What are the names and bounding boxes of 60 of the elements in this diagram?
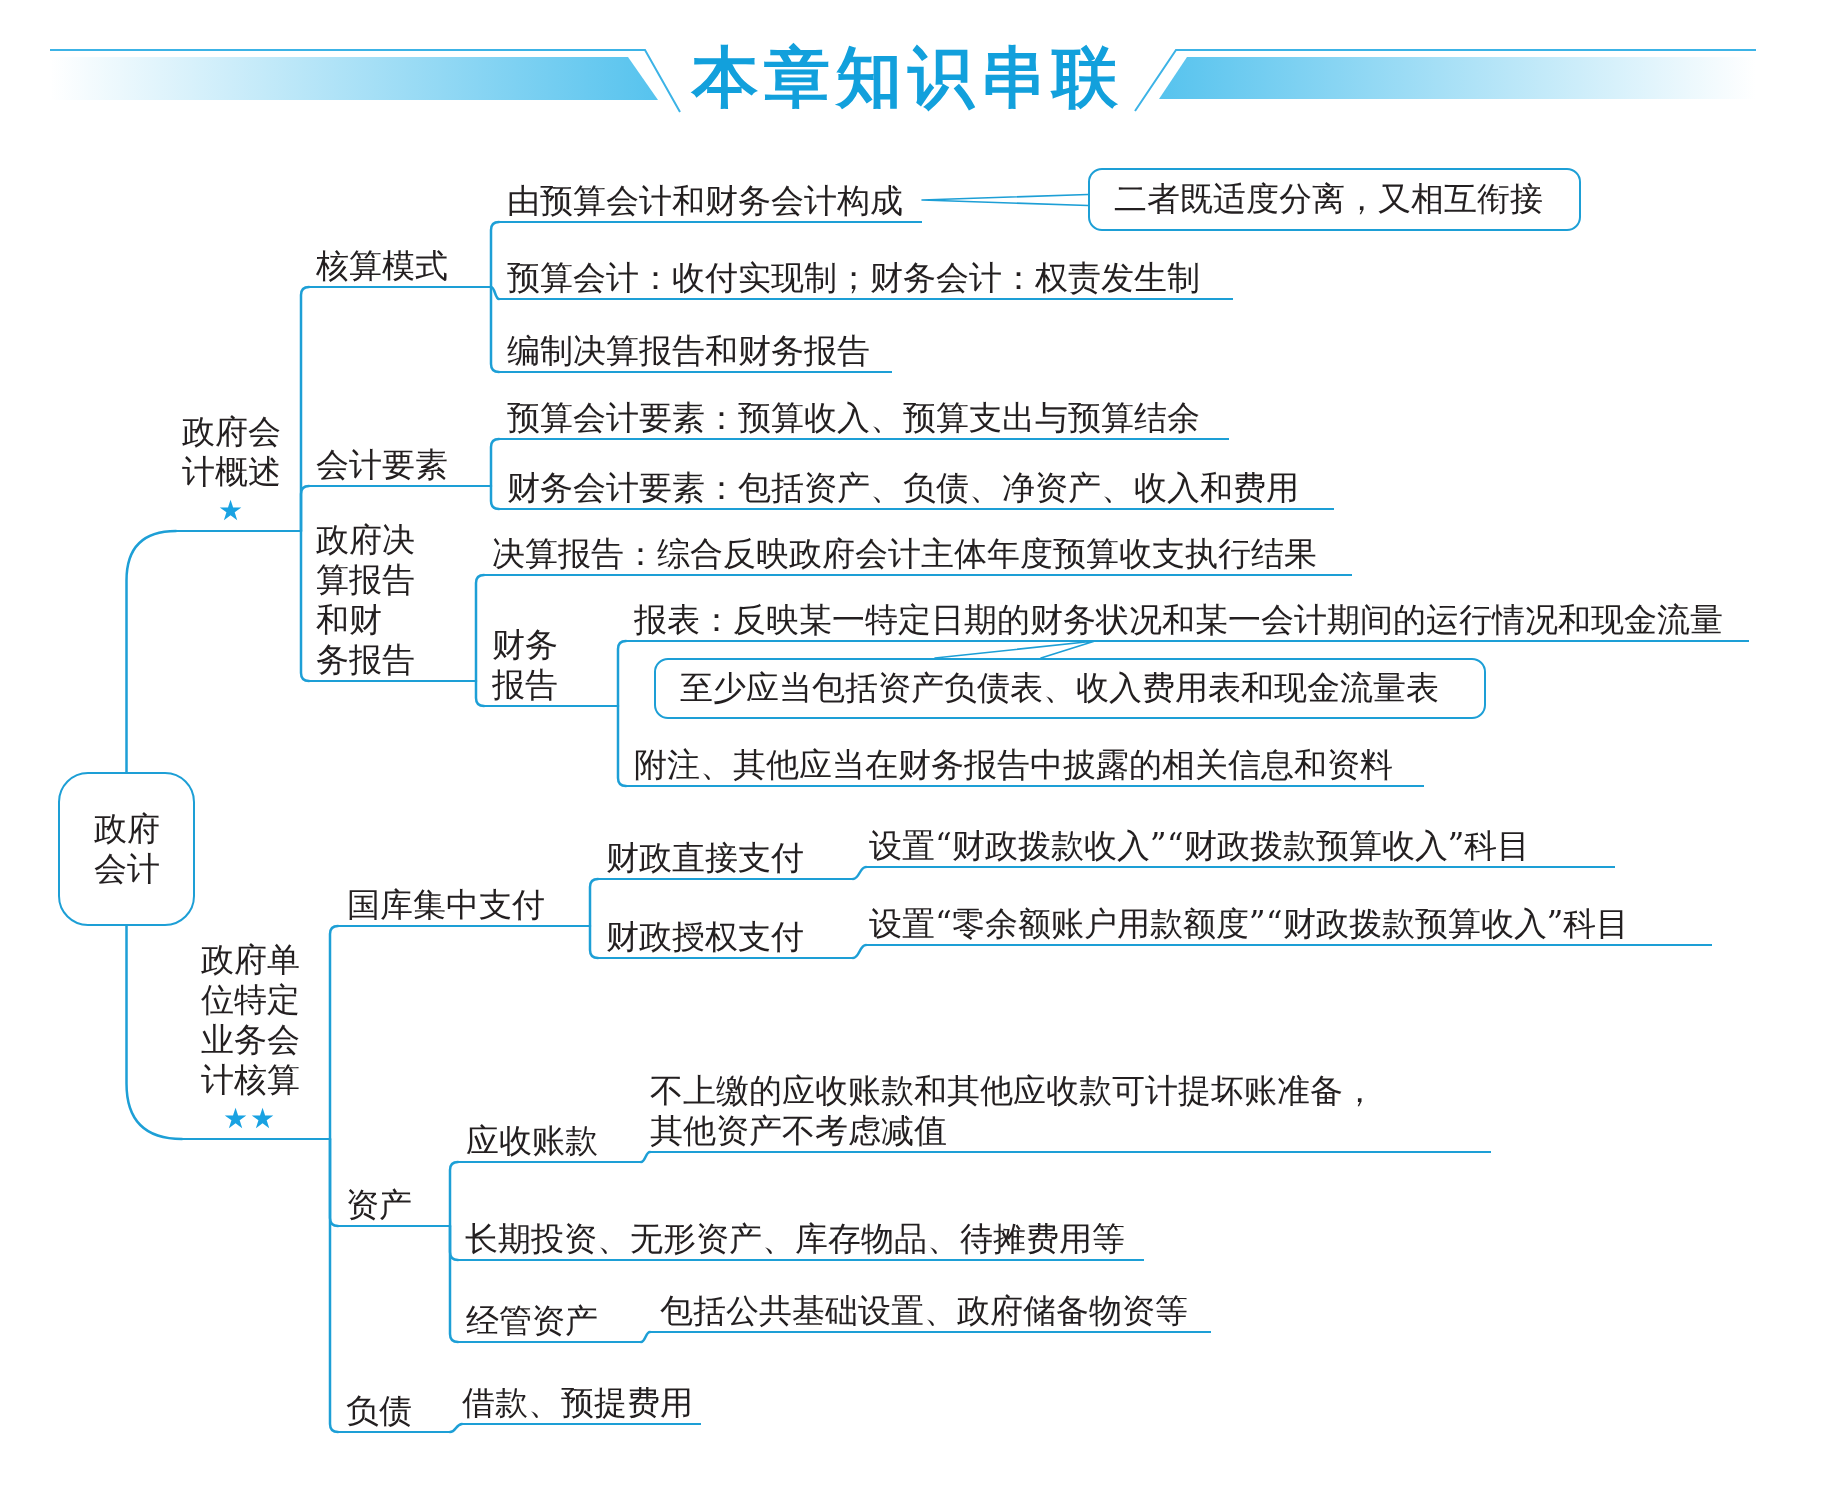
topic-label: 核算模式: [309, 246, 491, 289]
topic-label: 附注、其他应当在财务报告中披露的相关信息和资料: [626, 745, 1424, 788]
note-box: 至少应当包括资产负债表、收入费用表和现金流量表: [654, 658, 1486, 719]
connector-line: [616, 704, 628, 788]
topic-label: 国库集中支付: [338, 885, 590, 928]
topic-label: 长期投资、无形资产、库存物品、待摊费用等: [458, 1219, 1144, 1262]
topic-label: 应收账款: [458, 1121, 641, 1164]
topic-label: 财务报告: [484, 625, 618, 708]
connector-line: [489, 220, 501, 289]
connector-line: [616, 639, 628, 708]
connector-line: [125, 924, 184, 1141]
connector-line: [588, 924, 600, 960]
connector-line: [474, 679, 486, 708]
topic-label: 设置“财政拨款收入”“财政拨款预算收入”科目: [866, 826, 1615, 869]
topic-label: 报表：反映某一特定日期的财务状况和某一会计期间的运行情况和现金流量: [626, 600, 1749, 643]
connector-line: [851, 943, 868, 960]
topic-text: 政府单位特定业务会计核算: [199, 940, 301, 1101]
connector-line: [125, 529, 178, 774]
topic-label: 不上缴的应收账款和其他应收款可计提坏账准备，其他资产不考虑减值: [650, 1071, 1491, 1154]
callout-pointer: [921, 193, 1089, 207]
connector-line: [489, 484, 501, 511]
topic-label: 编制决算报告和财务报告: [499, 331, 892, 374]
connector-line: [474, 573, 486, 683]
topic-label: 会计要素: [309, 445, 491, 488]
topic-label: 预算会计要素：预算收入、预算支出与预算结余: [499, 398, 1229, 441]
topic-label: 经管资产: [458, 1301, 641, 1344]
topic-label: 财务会计要素：包括资产、负债、净资产、收入和费用: [499, 468, 1334, 511]
connector-line: [489, 285, 501, 301]
topic-label: 包括公共基础设置、政府储备物资等: [650, 1291, 1211, 1334]
topic-box: 政府会计: [58, 772, 195, 926]
page-title: 本章知识串联: [690, 40, 1125, 116]
connector-line: [299, 484, 311, 533]
topic-label: 由预算会计和财务会计构成: [499, 181, 922, 224]
topic-label: [176, 412, 301, 533]
connector-line: [448, 1422, 464, 1434]
connector-line: [588, 877, 600, 928]
connector-line: [489, 285, 501, 374]
star-rating: ★: [216, 493, 247, 530]
topic-label: 资产: [338, 1185, 450, 1228]
topic-label: 财政直接支付: [598, 838, 853, 881]
connector-line: [448, 1160, 460, 1228]
connector-line: [299, 529, 311, 683]
topic-label: 决算报告：综合反映政府会计主体年度预算收支执行结果: [484, 534, 1352, 577]
topic-label: 设置“零余额账户用款额度”“财政拨款预算收入”科目: [866, 904, 1712, 947]
connector-line: [328, 924, 340, 1141]
topic-label: 负债: [338, 1391, 450, 1434]
connector-line: [639, 1330, 652, 1344]
connector-line: [448, 1224, 460, 1344]
topic-label: 预算会计：收付实现制；财务会计：权责发生制: [499, 258, 1233, 301]
topic-label: 财政授权支付: [598, 917, 853, 960]
topic-label: [182, 940, 330, 1141]
connector-line: [489, 437, 501, 488]
connector-line: [851, 865, 868, 881]
note-box: 二者既适度分离，又相互衔接: [1088, 168, 1581, 231]
topic-text: 政府会计概述: [181, 412, 282, 493]
topic-label: 政府决算报告和财务报告: [309, 520, 476, 683]
connector-line: [328, 1137, 340, 1434]
topic-label: 借款、预提费用: [462, 1383, 701, 1426]
star-rating: ★★: [221, 1101, 279, 1138]
connector-line: [639, 1150, 652, 1164]
